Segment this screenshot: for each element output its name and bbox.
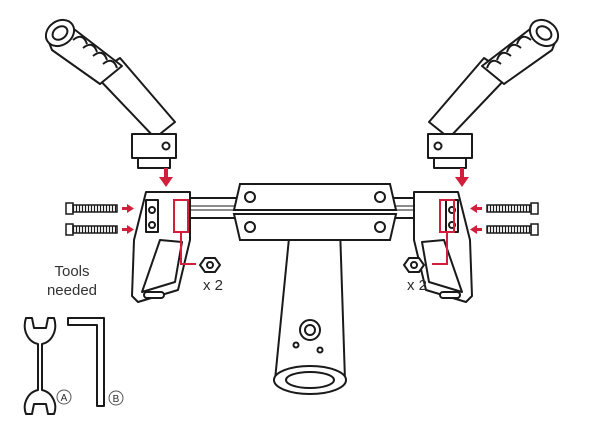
central-stem — [273, 227, 347, 395]
tool-a-marker-ring — [56, 389, 72, 405]
left-handle-grip — [44, 18, 177, 169]
tools-needed-title: Tools needed — [22, 262, 122, 300]
tool-b-marker: B — [113, 394, 120, 405]
right-nut-icon — [402, 257, 426, 273]
tool-a-marker: A — [61, 393, 68, 404]
right-down-arrow — [455, 168, 469, 187]
left-nut-icon — [198, 257, 222, 273]
tool-b-marker-ring — [108, 390, 124, 406]
right-bolt-highlight — [432, 199, 455, 265]
wrench-icon — [23, 317, 57, 415]
left-bracket — [131, 191, 191, 303]
left-bolt-highlight — [173, 199, 196, 265]
right-nut-quantity: x 2 — [407, 277, 427, 294]
tools-needed-line1: Tools — [54, 263, 90, 280]
upper-clamp-plate — [232, 183, 398, 211]
right-bolt-arrows — [470, 204, 482, 234]
right-bolt-upper — [486, 202, 539, 215]
left-down-arrow — [159, 168, 173, 187]
left-bolt-lower — [65, 223, 118, 236]
hex-key-icon — [67, 317, 105, 407]
left-bolt-arrows — [122, 204, 134, 234]
right-bolt-lower — [486, 223, 539, 236]
left-nut-quantity: x 2 — [203, 277, 223, 294]
lower-clamp-plate — [232, 213, 398, 241]
right-handle-grip — [427, 18, 560, 169]
tools-needed-line2: needed — [46, 282, 98, 299]
left-bolt-upper — [65, 202, 118, 215]
